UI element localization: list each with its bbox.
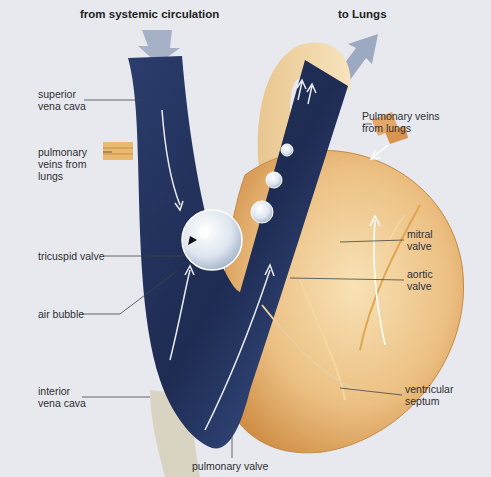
flow-label: from systemic circulation	[80, 8, 219, 20]
part-name: interior vena cava	[38, 385, 90, 409]
part-name: aortic valve	[407, 268, 451, 292]
part-name: ventricular septum	[405, 383, 467, 407]
part-name: tricuspid valve	[38, 250, 108, 262]
part-name: superior vena cava	[38, 88, 90, 112]
part-name: mitral valve	[407, 228, 451, 252]
flow-label: to Lungs	[338, 8, 387, 20]
part-name: Pulmonary veins from lungs	[362, 110, 444, 134]
part-name: pulmonary valve	[192, 460, 292, 472]
part-name: air bubble	[38, 308, 88, 320]
part-name: pulmonary veins from lungs	[38, 146, 110, 182]
